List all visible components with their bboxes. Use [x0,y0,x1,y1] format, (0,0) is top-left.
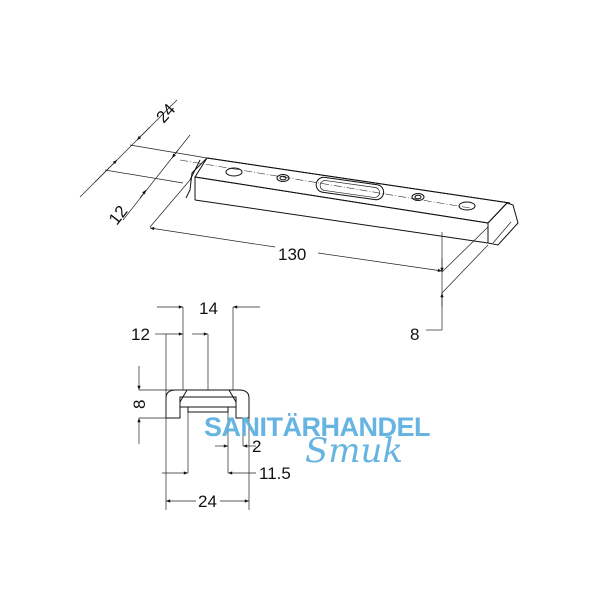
iso-dimensions: 24 12 130 8 [79,99,489,344]
dim-2: 2 [252,437,261,456]
watermark-line2: Smuk [305,431,403,471]
dim-8-iso: 8 [410,325,419,344]
dim-24-iso: 24 [152,100,179,127]
dim-11-5: 11.5 [259,464,291,483]
iso-part [179,157,519,246]
dim-12-iso: 12 [105,202,132,229]
watermark-line1: SANITÄRHANDEL [204,412,430,442]
watermark-logo: SANITÄRHANDEL Smuk [204,412,431,471]
dim-8-section: 8 [130,400,149,409]
dim-12-section: 12 [131,325,150,344]
section-dimensions: 14 12 8 2 11.5 24 [130,299,291,511]
dim-130: 130 [278,245,306,264]
dim-24-section: 24 [198,492,217,511]
dim-14: 14 [199,299,218,318]
